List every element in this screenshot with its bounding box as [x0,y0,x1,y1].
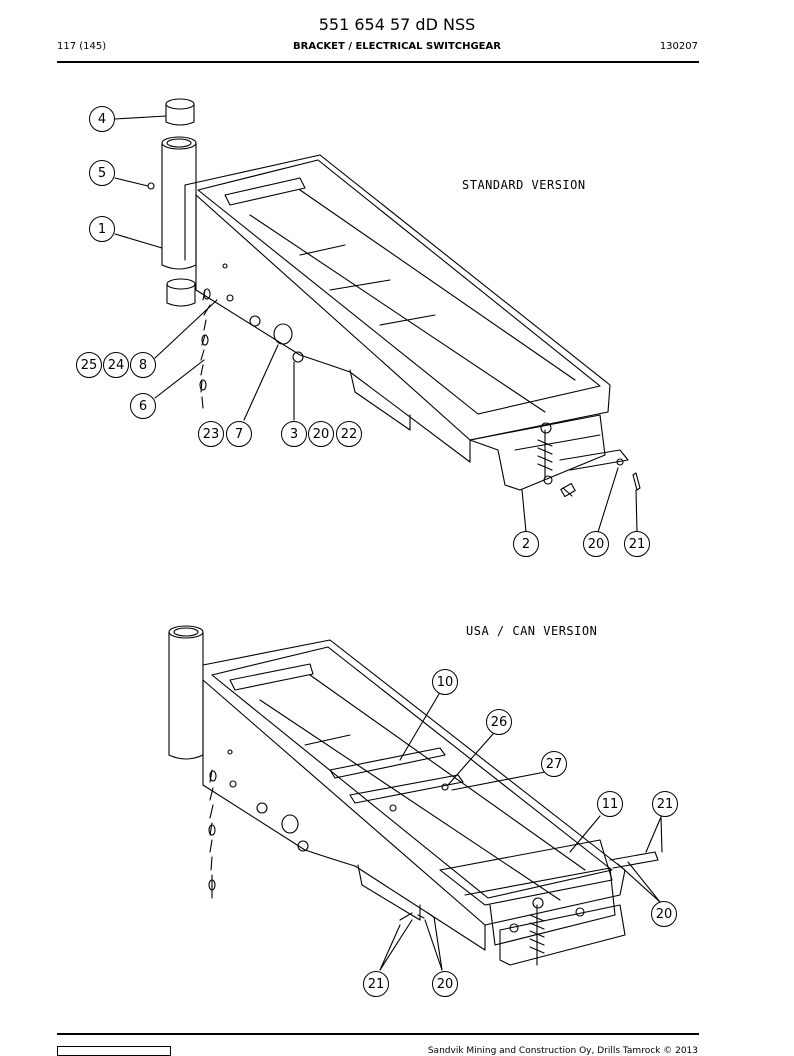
callout-23: 23 [198,421,224,447]
page-number: 117 (145) [57,41,107,52]
callout-2: 2 [513,531,539,557]
callout-3: 3 [281,421,307,447]
callout-20: 20 [583,531,609,557]
callout-21: 21 [624,531,650,557]
callout-21: 21 [363,971,389,997]
usa-can-version-label: USA / CAN VERSION [466,624,598,638]
callout-6: 6 [130,393,156,419]
callout-27: 27 [541,751,567,777]
callout-5: 5 [89,160,115,186]
page-title: BRACKET / ELECTRICAL SWITCHGEAR [293,41,501,52]
footer-rule [57,1033,699,1035]
callout-20: 20 [651,901,677,927]
callout-20: 20 [432,971,458,997]
callout-10: 10 [432,669,458,695]
callout-7: 7 [226,421,252,447]
footer-copyright: Sandvik Mining and Construction Oy, Dril… [427,1046,698,1056]
date-code: 130207 [659,41,698,52]
callout-20: 20 [308,421,334,447]
callout-26: 26 [486,709,512,735]
standard-version-label: STANDARD VERSION [462,178,586,192]
callout-24: 24 [103,352,129,378]
callout-11: 11 [597,791,623,817]
callout-4: 4 [89,106,115,132]
document-number: 551 654 57 dD NSS [318,15,476,34]
callout-8: 8 [130,352,156,378]
header-rule [57,61,699,63]
callout-1: 1 [89,216,115,242]
callout-22: 22 [336,421,362,447]
callout-21: 21 [652,791,678,817]
sandvik-logo [57,1046,171,1056]
callout-25: 25 [76,352,102,378]
